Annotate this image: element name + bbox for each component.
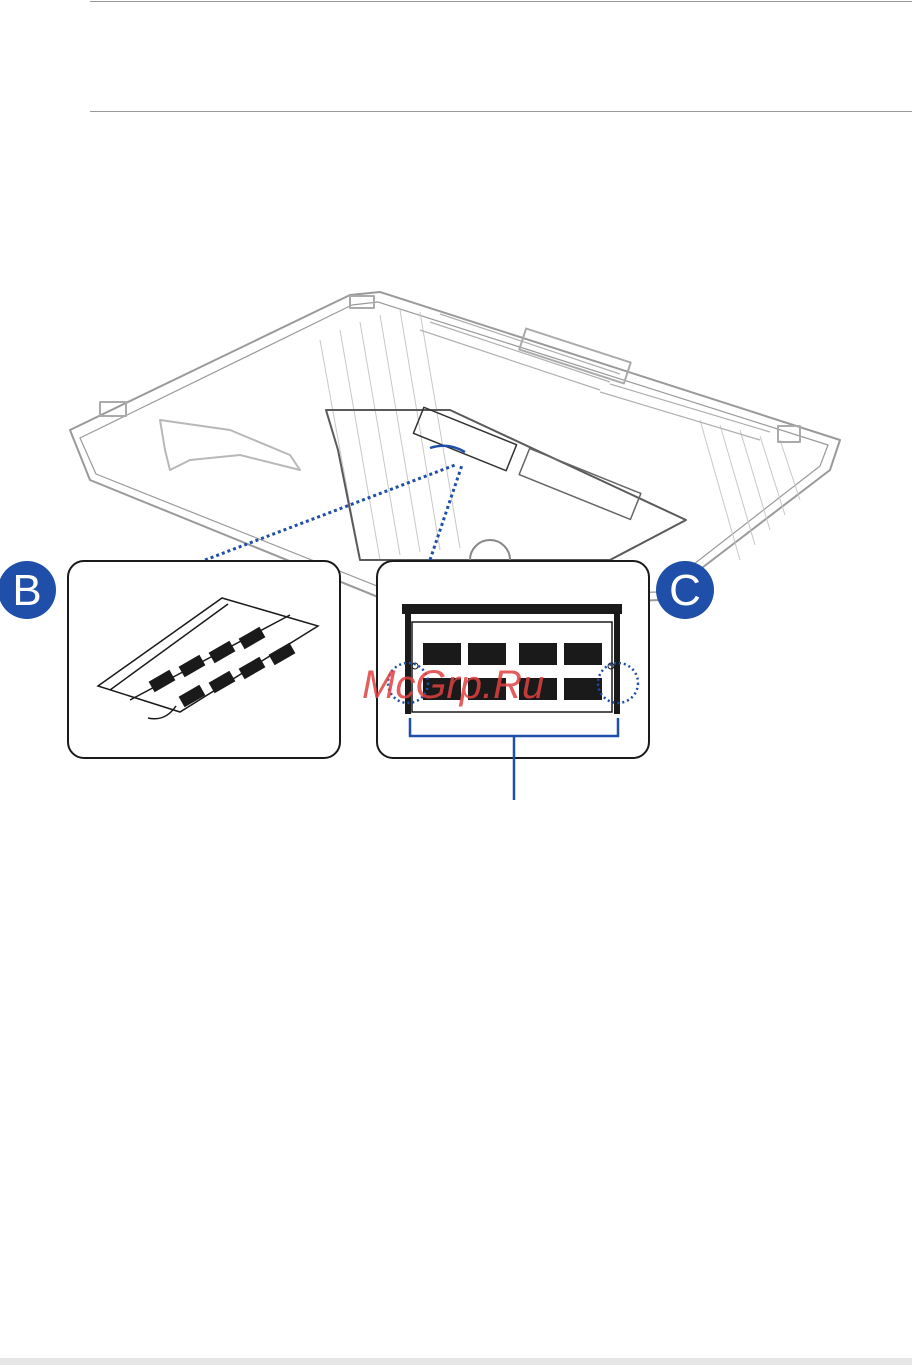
header-rule-bottom [90,111,912,112]
header-rule-top [90,1,912,2]
watermark-text: McGrp.Ru [362,663,544,707]
footer-bar [0,1358,912,1365]
callout-b-badge: B [0,561,56,619]
zoom-guide-lines [205,465,462,560]
detail-panel-b [68,561,340,758]
callout-c-label: C [669,566,701,615]
callout-b-label: B [12,566,41,615]
highlight-arc [430,446,465,452]
ram-install-illustration: B C McGrp.Ru [0,280,912,810]
callout-c-badge: C [656,561,714,619]
